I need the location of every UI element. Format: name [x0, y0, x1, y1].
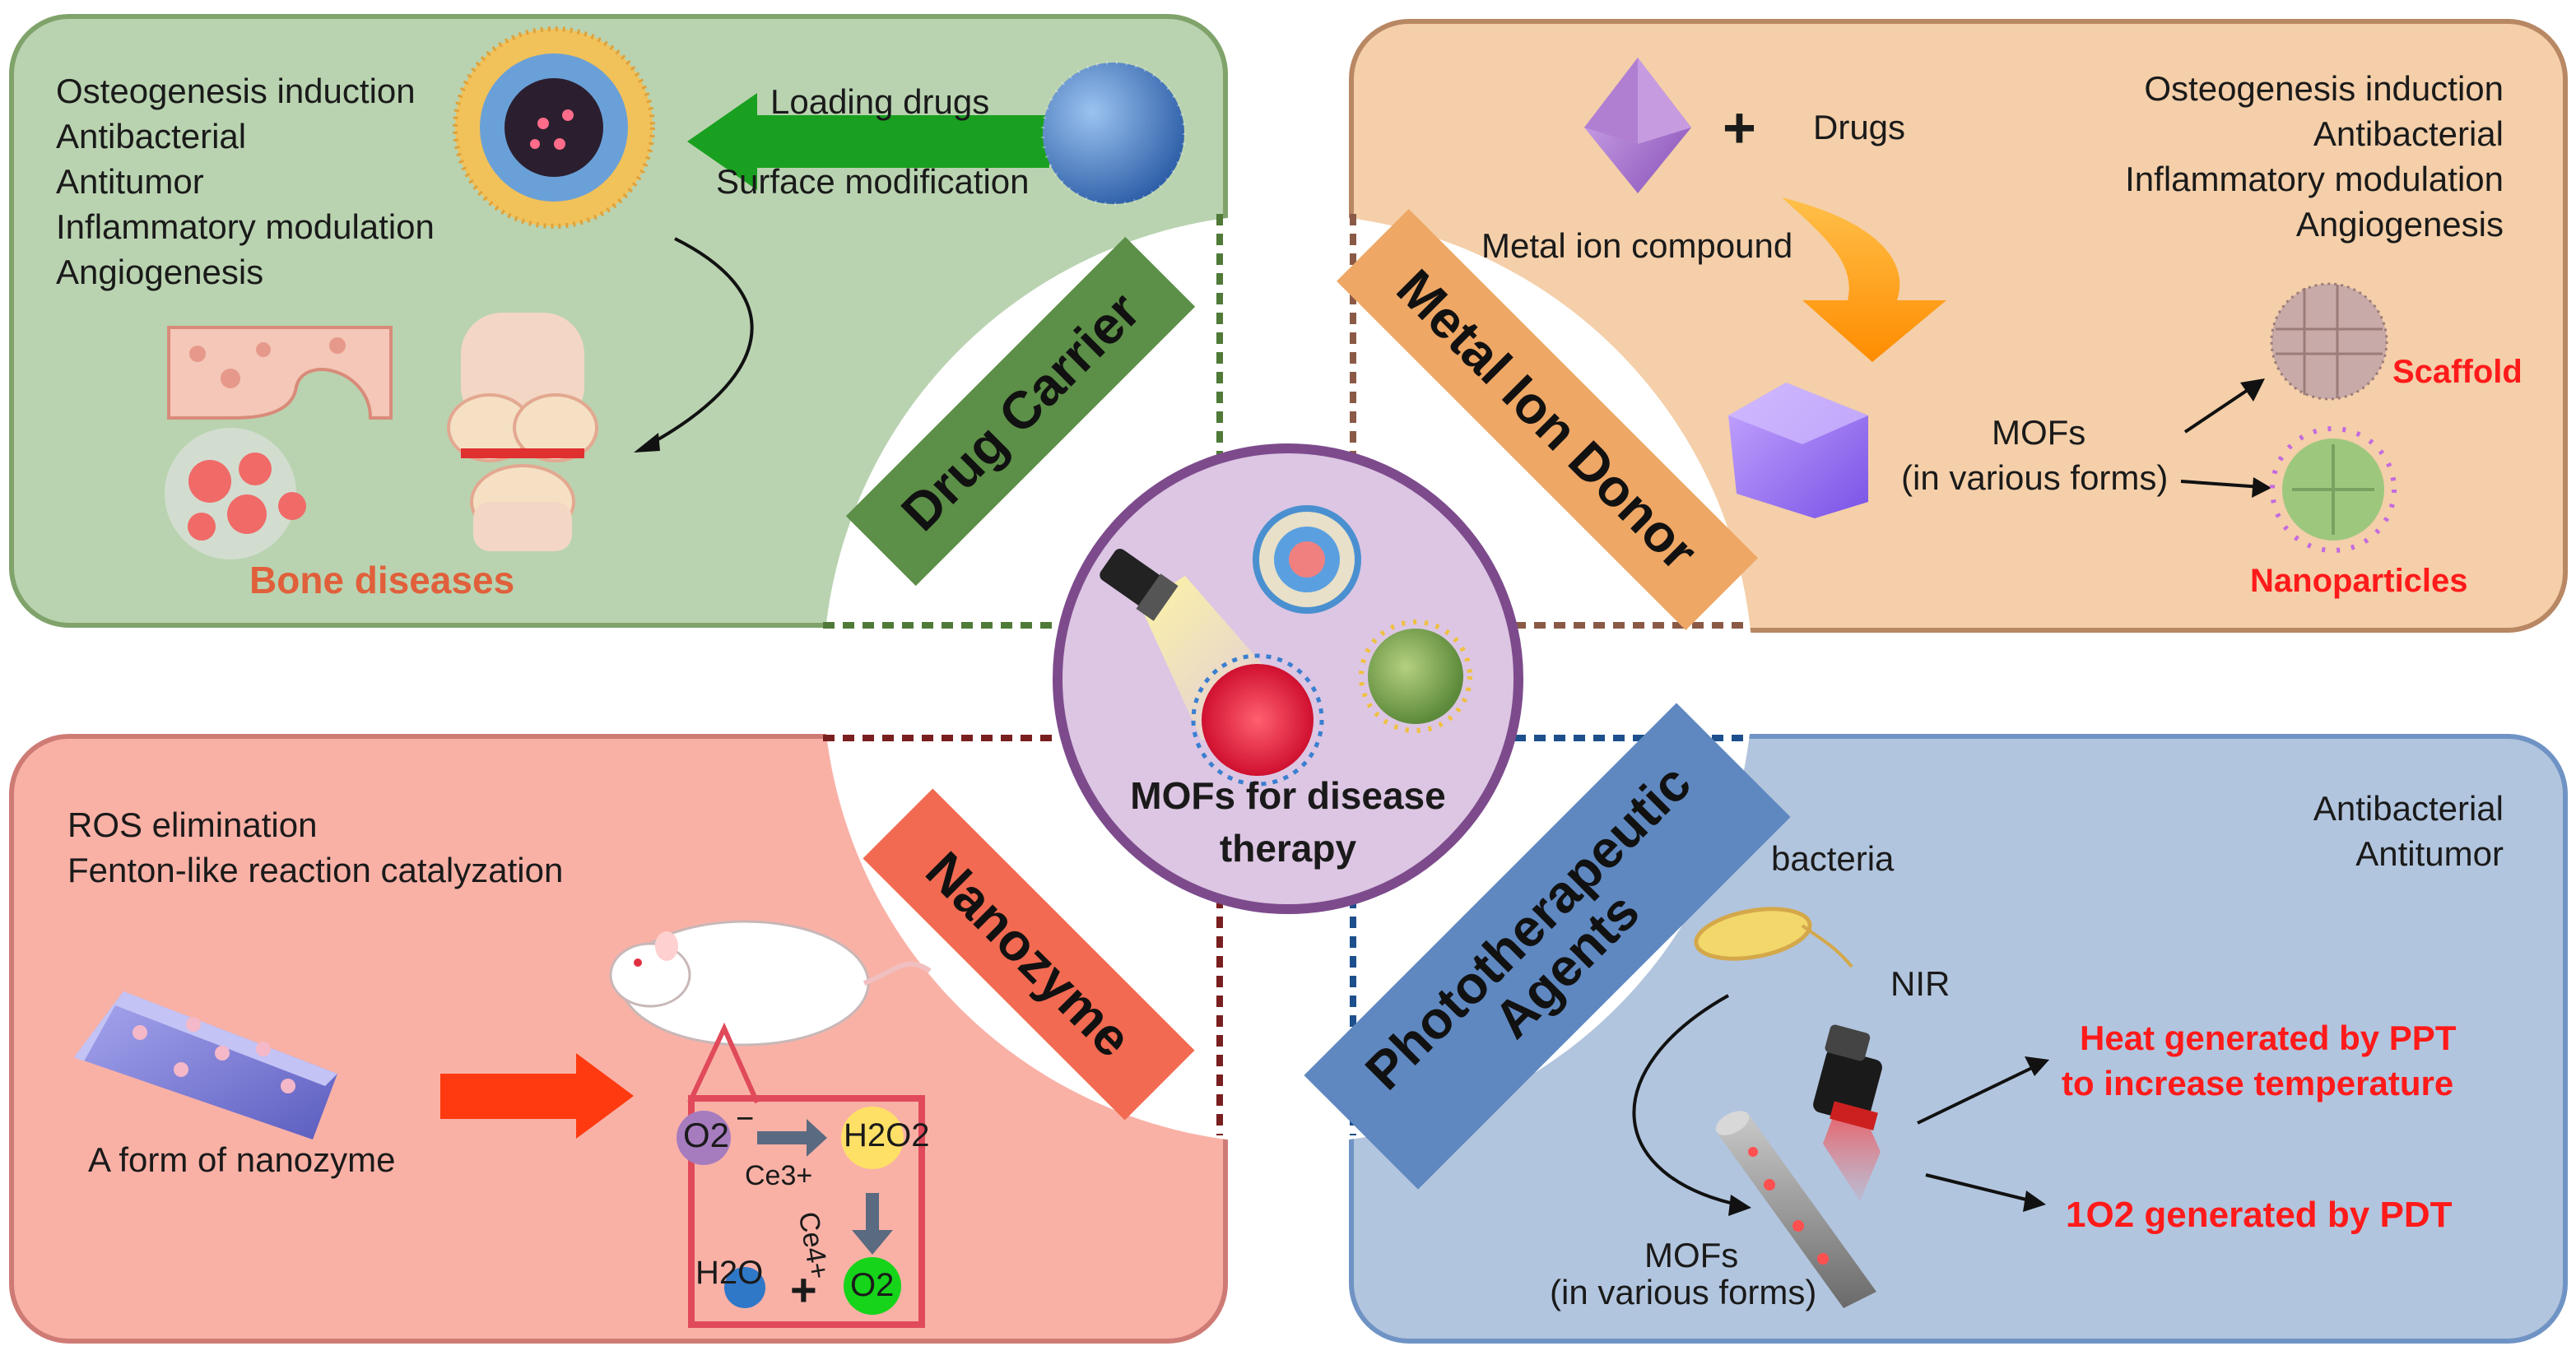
- center-mof-particle-1: [1253, 505, 1361, 614]
- nanozyme-functions: ROS elimination Fenton-like reaction cat…: [67, 802, 563, 893]
- o2-minus-label: O2−: [683, 1102, 754, 1155]
- application-item: Osteogenesis induction: [56, 72, 416, 110]
- metal-ion-applications: Osteogenesis induction Antibacterial Inf…: [2125, 66, 2504, 247]
- divider-lines: [823, 214, 1749, 1135]
- zoom-lines: [687, 1022, 760, 1104]
- liposome-loaded-icon: [453, 26, 655, 229]
- plus-sign: +: [1723, 95, 1756, 160]
- nanozyme-form-label: A form of nanozyme: [88, 1140, 396, 1179]
- mofs-to-nanoparticle-arrowhead: [2252, 477, 2271, 498]
- nanoparticle-icon: [2270, 426, 2397, 553]
- application-item: Antitumor: [56, 162, 204, 201]
- mofs-forms-label-photo: (in various forms): [1550, 1273, 1817, 1311]
- synthesis-arrow: [1782, 197, 1946, 362]
- loading-arrow: [687, 93, 1049, 190]
- bacteria-to-mofs-arrow: [1632, 994, 1741, 1207]
- h2o-drop: [724, 1267, 765, 1308]
- o2-minus-text: O2: [683, 1116, 730, 1154]
- o2-to-h2o2-arrow: [757, 1119, 827, 1157]
- application-item: Antitumor: [2355, 834, 2504, 873]
- reaction-box: [688, 1095, 925, 1328]
- application-item: Antibacterial: [2313, 789, 2504, 828]
- scaffold-icon: [2270, 282, 2388, 401]
- metal-ion-donor-tag: [1337, 209, 1758, 630]
- nanozyme-tag: [863, 788, 1195, 1121]
- application-item: Inflammatory modulation: [2125, 160, 2504, 198]
- bacteria-icon: [1694, 907, 1853, 968]
- scaffold-label: Scaffold: [2392, 354, 2523, 390]
- phototherapeutic-applications: Antibacterial Antitumor: [2313, 786, 2504, 876]
- mofs-to-scaffold-arrow: [2183, 383, 2257, 434]
- mofs-forms-label: (in various forms): [1901, 458, 2169, 497]
- nanoparticles-label: Nanoparticles: [2250, 563, 2468, 599]
- mofs-to-nanoparticle-arrow: [2180, 480, 2262, 489]
- phototherapeutic-tag: [1304, 703, 1791, 1190]
- drugs-label: Drugs: [1813, 108, 1906, 146]
- application-item: Angiogenesis: [2295, 205, 2504, 244]
- loading-drugs-label: Loading drugs: [770, 82, 990, 121]
- center-title-line1: MOFs for disease: [1130, 774, 1446, 817]
- o2-label: O2: [850, 1267, 895, 1303]
- nanozyme-sheet-icon: [74, 991, 337, 1140]
- application-item: Inflammatory modulation: [56, 207, 435, 246]
- center-title: MOFs for disease therapy: [1090, 769, 1486, 875]
- drug-carrier-tag: [845, 236, 1196, 587]
- ppt-line2: to increase temperature: [2062, 1064, 2454, 1102]
- nir-label: NIR: [1890, 964, 1951, 1003]
- mofs-to-scaffold-arrowhead: [2240, 378, 2265, 402]
- knee-joint-icon: [447, 313, 598, 551]
- center-mof-particle-2: [1191, 653, 1324, 787]
- to-pdt-arrow: [1925, 1173, 2034, 1203]
- to-ppt-arrowhead: [2025, 1056, 2049, 1076]
- function-item: Fenton-like reaction catalyzation: [67, 851, 564, 889]
- o2-minus-bubble: [677, 1111, 731, 1165]
- h2o2-to-o2-arrow: [852, 1193, 893, 1255]
- application-item: Antibacterial: [2313, 114, 2504, 153]
- cells-cluster-icon: [165, 428, 306, 559]
- rat-icon: [609, 920, 932, 1047]
- mofs-label: MOFs: [1992, 413, 2086, 452]
- octahedron-icon: [1584, 58, 1691, 193]
- o2-bubble: [844, 1257, 901, 1315]
- drug-carrier-applications: Osteogenesis induction Antibacterial Ant…: [56, 68, 435, 295]
- h2o2-label: H2O2: [844, 1117, 930, 1153]
- metal-ion-compound-label: Metal ion compound: [1481, 226, 1793, 265]
- ce3-label: Ce3+: [745, 1160, 813, 1191]
- center-mof-particle-3: [1359, 620, 1472, 733]
- h2o2-bubble: [841, 1107, 904, 1169]
- ppt-line1: Heat generated by PPT: [2080, 1019, 2457, 1057]
- drug-to-bone-arrowhead: [634, 433, 660, 453]
- bacteria-to-mofs-arrowhead: [1728, 1195, 1751, 1216]
- drug-to-bone-arrow: [641, 237, 754, 450]
- superscript-minus: −: [736, 1102, 755, 1136]
- pdt-label: 1O2 generated by PDT: [2066, 1195, 2453, 1235]
- application-item: Angiogenesis: [56, 253, 264, 291]
- bacteria-label: bacteria: [1771, 839, 1895, 878]
- application-item: Antibacterial: [56, 117, 247, 155]
- plus-sign-nanozyme: +: [790, 1264, 817, 1316]
- application-item: Osteogenesis induction: [2144, 69, 2504, 108]
- bone-diseases-label: Bone diseases: [249, 559, 515, 601]
- to-ppt-arrow: [1917, 1064, 2038, 1125]
- nanozyme-to-rat-arrow: [440, 1053, 634, 1139]
- h2o-label: H2O: [695, 1255, 764, 1291]
- pentagon-mof-icon: [1728, 383, 1868, 518]
- mofs-label-photo: MOFs: [1644, 1236, 1739, 1274]
- center-title-line2: therapy: [1219, 827, 1357, 870]
- mof-rod-icon: [1715, 1111, 1876, 1308]
- nir-laser-icon: [1813, 1024, 1882, 1201]
- to-pdt-arrowhead: [2023, 1191, 2046, 1212]
- surface-modification-label: Surface modification: [716, 162, 1030, 201]
- bone-tissue-icon: [167, 326, 393, 420]
- function-item: ROS elimination: [67, 805, 318, 844]
- empty-liposome-icon: [1041, 61, 1186, 206]
